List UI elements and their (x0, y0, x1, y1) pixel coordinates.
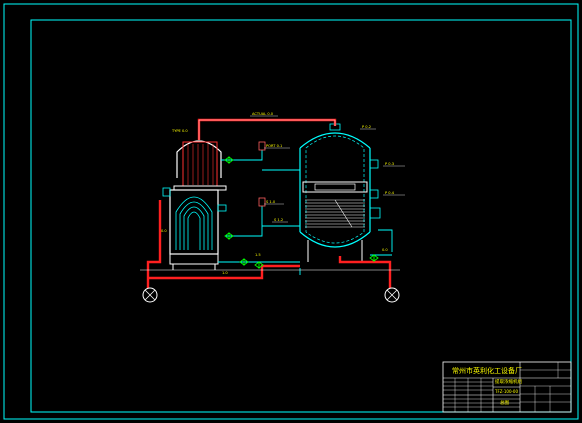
extraction-unit (162, 140, 227, 270)
label-right-low: P 0.4 (385, 191, 395, 195)
label-right-top: P 0.2 (362, 125, 371, 129)
piping (146, 118, 392, 288)
title-block: 常州市英利化工设备厂 提取浓缩机组 TFZ-100-00 总图 (442, 361, 572, 413)
valves (224, 156, 379, 269)
tank-coil (305, 199, 365, 228)
cyan-piping (218, 150, 393, 275)
gauges (258, 141, 266, 207)
label-left-top: TYPE 0.0 (171, 129, 188, 133)
tank-top-head (299, 132, 371, 149)
label-top-pipe: ACTUAL 0.0 (252, 112, 274, 116)
label-mid-lower: S 1.2 (274, 218, 283, 222)
heater-body (169, 189, 219, 255)
return-pipe (146, 200, 162, 288)
heater-coil (175, 196, 213, 250)
outer-border (3, 3, 579, 420)
title-sheet: 总图 (500, 399, 509, 406)
label-outlet-right: 0.0 (382, 248, 388, 252)
pump-left (142, 287, 158, 303)
tank-bottom-head (299, 231, 371, 248)
label-right-mid: P 0.3 (385, 162, 394, 166)
pump-right (384, 287, 400, 303)
title-drawing-name: 提取浓缩机组 (495, 378, 522, 385)
inner-border (30, 19, 572, 413)
separator-plate (302, 181, 368, 193)
concentrator-tank (299, 123, 381, 262)
title-company: 常州市英利化工设备厂 (452, 366, 522, 375)
condenser-shell (176, 140, 222, 178)
label-feed-line: 1.0 (222, 271, 228, 275)
vapor-pipe (197, 118, 337, 140)
bottom-pipe (148, 264, 300, 280)
label-vapor-outlet: PORT 0.1 (266, 144, 282, 148)
label-bottom-pipe: 1.5 (255, 253, 261, 257)
heater-base (169, 253, 219, 265)
title-drawing-number: TFZ-100-00 (494, 389, 518, 394)
label-left-side: 0.0 (161, 229, 167, 233)
label-mid-upper: S 1.0 (266, 200, 276, 204)
condenser-flange (173, 185, 227, 191)
